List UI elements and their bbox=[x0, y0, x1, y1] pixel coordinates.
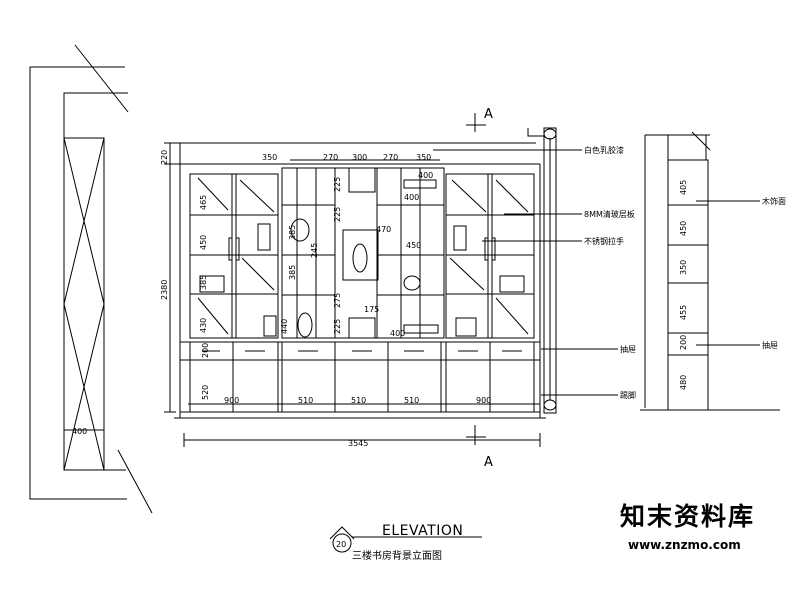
dim-middle-inner-height: 225 bbox=[333, 207, 342, 222]
section-marker-bottom: A bbox=[484, 455, 493, 470]
note-white-latex-paint: 白色乳胶漆 bbox=[584, 145, 624, 155]
dim-middle-height: 245 bbox=[310, 243, 319, 258]
watermark-text: 知末资料库 bbox=[620, 502, 755, 531]
dim-middle-inner-height: 225 bbox=[333, 319, 342, 334]
dim-middle-base-width: 510 bbox=[404, 396, 419, 405]
section-pilaster bbox=[527, 127, 557, 414]
dimension-lines bbox=[164, 142, 541, 447]
left-plan-view bbox=[29, 44, 153, 514]
dim-top-height: 220 bbox=[160, 150, 169, 165]
dim-section-height: 450 bbox=[679, 221, 688, 236]
note-section-drawer: 抽屉 bbox=[762, 340, 778, 350]
note-glass-shelf: 8MM清玻层板 bbox=[584, 209, 635, 219]
title-texts: ELEVATION 20 三楼书房背景立面图 bbox=[336, 523, 463, 562]
note-skirting: 踢脚 bbox=[620, 390, 636, 400]
annotation-texts: 白色乳胶漆 8MM清玻层板 不锈钢拉手 抽屉 踢脚 木饰面 抽屉 A A bbox=[484, 107, 786, 470]
drawing-title: ELEVATION bbox=[382, 523, 463, 539]
dim-middle-column: 270 bbox=[383, 153, 398, 162]
dim-total-height: 2380 bbox=[160, 280, 169, 300]
dim-middle-column: 350 bbox=[262, 153, 277, 162]
dim-section-height: 405 bbox=[679, 180, 688, 195]
dim-right-base-width: 900 bbox=[476, 396, 491, 405]
dim-middle-base-width: 510 bbox=[351, 396, 366, 405]
section-cut-lines bbox=[466, 113, 486, 445]
drawing-subtitle: 三楼书房背景立面图 bbox=[352, 549, 442, 562]
dim-middle-base-width: 510 bbox=[298, 396, 313, 405]
dim-middle-column: 270 bbox=[323, 153, 338, 162]
dim-left-shelf: 385 bbox=[199, 275, 208, 290]
drawing-number: 20 bbox=[336, 540, 346, 549]
dimension-texts: 400 220 2380 3545 465 450 385 430 900 20… bbox=[72, 150, 688, 448]
note-wood-veneer: 木饰面 bbox=[762, 196, 786, 206]
dim-section-height: 480 bbox=[679, 375, 688, 390]
title-block bbox=[329, 526, 482, 553]
dim-total-width: 3545 bbox=[348, 439, 368, 448]
section-marker-top: A bbox=[484, 107, 493, 122]
dim-section-height: 350 bbox=[679, 260, 688, 275]
dim-section-height: 455 bbox=[679, 305, 688, 320]
dim-left-panel-width: 400 bbox=[72, 427, 87, 436]
note-drawer: 抽屉 bbox=[620, 344, 636, 354]
dim-middle-cube: 450 bbox=[406, 241, 421, 250]
leader-lines bbox=[433, 149, 760, 396]
dim-middle-cube: 400 bbox=[404, 193, 419, 202]
dim-left-base-width: 900 bbox=[224, 396, 239, 405]
dim-section-height: 200 bbox=[679, 335, 688, 350]
main-elevation bbox=[174, 142, 546, 419]
dim-left-shelf: 465 bbox=[199, 195, 208, 210]
watermark: 知末资料库 www.znzmo.com bbox=[620, 502, 755, 552]
dim-middle-inner-height: 275 bbox=[333, 293, 342, 308]
watermark-url: www.znzmo.com bbox=[628, 538, 741, 552]
dim-middle-cube: 175 bbox=[364, 305, 379, 314]
dim-middle-inner-height: 225 bbox=[333, 177, 342, 192]
dim-middle-column: 300 bbox=[352, 153, 367, 162]
dim-middle-left-height: 385 bbox=[288, 225, 297, 240]
dim-left-shelf: 450 bbox=[199, 235, 208, 250]
dim-middle-cube: 400 bbox=[390, 329, 405, 338]
drawing-lines bbox=[29, 44, 780, 553]
dim-middle-base-height: 440 bbox=[280, 319, 289, 334]
dim-middle-cube: 470 bbox=[376, 225, 391, 234]
note-steel-handle: 不锈钢拉手 bbox=[584, 236, 624, 246]
dim-left-shelf: 430 bbox=[199, 318, 208, 333]
dim-middle-column: 350 bbox=[416, 153, 431, 162]
dim-middle-left-height: 385 bbox=[288, 265, 297, 280]
dim-left-base-height: 520 bbox=[201, 385, 210, 400]
right-section-view bbox=[640, 131, 780, 411]
dim-middle-cube: 400 bbox=[418, 171, 433, 180]
dim-left-base-height: 200 bbox=[201, 343, 210, 358]
